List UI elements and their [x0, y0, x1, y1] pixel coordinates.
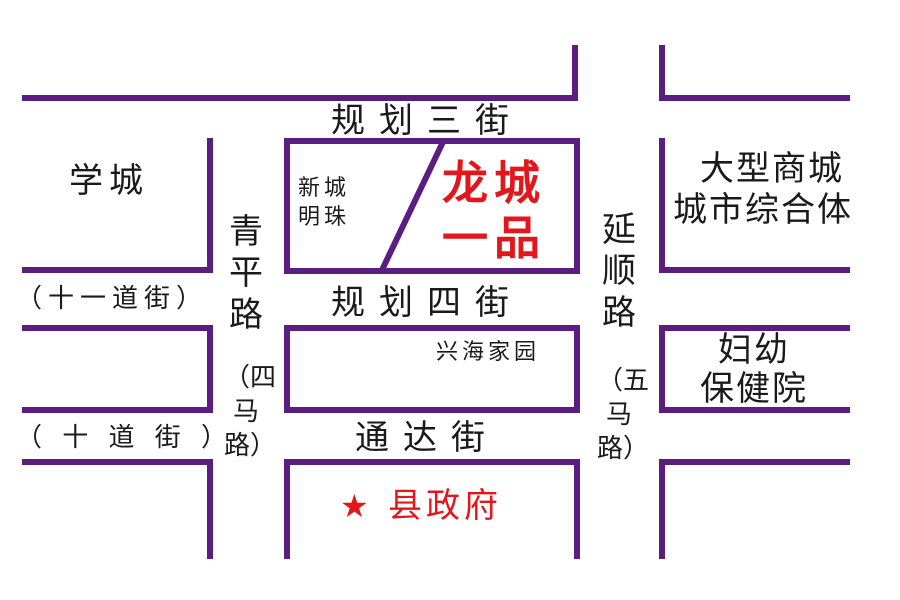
- place-label-xuecheng: 学城: [69, 161, 149, 201]
- street-alias-yanshun: （五马路）: [597, 366, 650, 464]
- street-label-shidao: （ 十 道 街 ）: [16, 423, 234, 453]
- place-label-xincheng-line1: 新城: [298, 176, 351, 201]
- place-label-hospital-line2: 保健院: [700, 369, 808, 409]
- road-edge-left-bottom-block: [22, 459, 213, 559]
- road-edge-top-left: [22, 45, 578, 101]
- road-edge-xuecheng-block: [22, 138, 213, 273]
- street-label-guihua-3: 规划三街: [331, 101, 523, 141]
- place-label-mall-line2: 城市综合体: [673, 190, 853, 230]
- road-edge-xinghai-block: [284, 325, 580, 413]
- street-label-tongda: 通达街: [355, 418, 499, 458]
- place-label-government: 县政府: [388, 486, 502, 526]
- road-edge-right-bottom-block: [659, 459, 850, 559]
- street-alias-qingping: （四马路）: [224, 363, 277, 461]
- road-edge-left-middle-block: [22, 325, 213, 413]
- road-edge-longcheng-block: [284, 138, 580, 274]
- place-label-xincheng-line2: 明珠: [298, 205, 351, 230]
- place-label-mall-line1: 大型商城: [700, 149, 844, 189]
- road-edge-top-right: [659, 45, 850, 101]
- road-edge-hospital-block: [659, 325, 850, 413]
- block-divider: [378, 140, 446, 274]
- place-label-longcheng-line2: 一品: [442, 211, 546, 265]
- place-label-xinghai: 兴海家园: [436, 340, 541, 365]
- place-label-longcheng-line1: 龙城: [442, 156, 546, 210]
- star-icon: ★: [340, 487, 369, 525]
- road-edge-government-block: [284, 459, 580, 559]
- place-label-hospital-line1: 妇幼: [718, 330, 790, 370]
- street-label-qingping: 青平路: [229, 212, 263, 335]
- street-label-guihua-4: 规划四街: [331, 283, 523, 323]
- street-label-shiyidao: （十一道街）: [16, 284, 209, 314]
- road-edge-mall-block: [659, 138, 850, 273]
- street-label-yanshun: 延顺路: [602, 210, 636, 333]
